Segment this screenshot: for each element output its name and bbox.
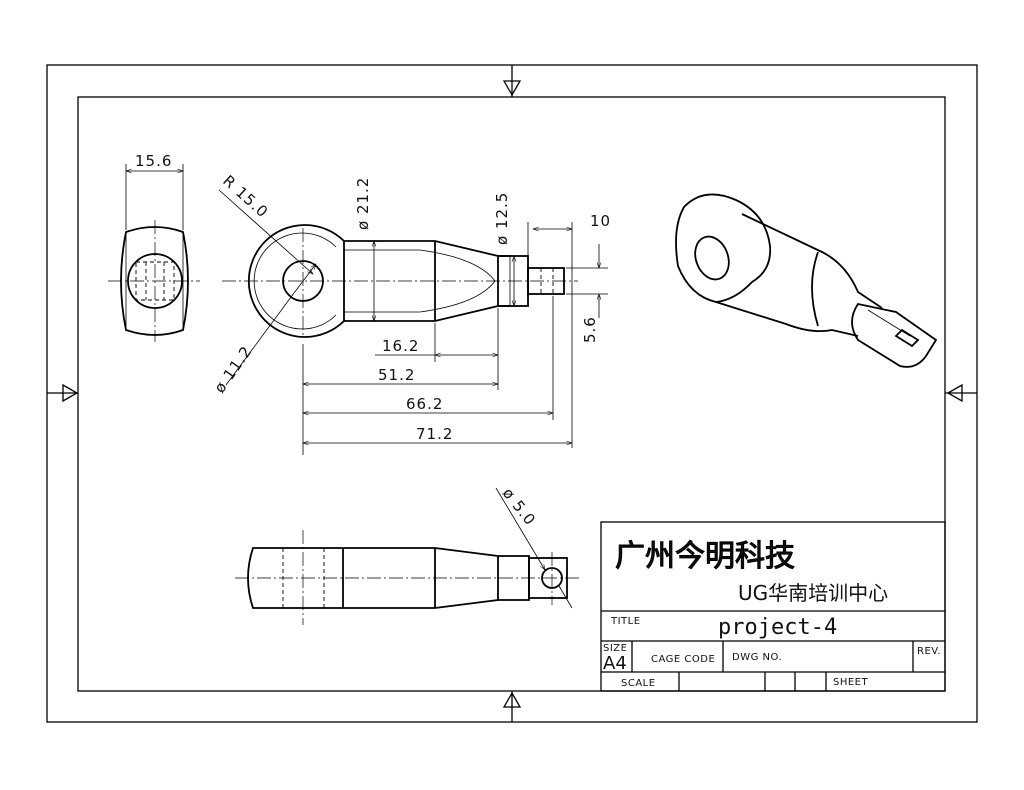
- size-label: SIZE: [603, 643, 627, 654]
- cage-code-label: CAGE CODE: [651, 654, 715, 665]
- scale-label: SCALE: [621, 678, 656, 689]
- outer-border: [46, 64, 978, 723]
- dwg-no-label: DWG NO.: [732, 652, 782, 663]
- dim-phi-12-5: ø 12.5: [493, 192, 511, 245]
- title-label: TITLE: [610, 616, 641, 627]
- training-center: UG华南培训中心: [738, 581, 888, 605]
- drawing-title: project-4: [718, 615, 837, 640]
- dim-51-2: 51.2: [378, 366, 415, 384]
- dim-15-6: 15.6: [135, 152, 172, 170]
- dim-5-6: 5.6: [581, 316, 599, 343]
- dim-66-2: 66.2: [406, 395, 443, 413]
- title-block: 广州今明科技 UG华南培训中心 TITLE project-4 SIZE A4 …: [600, 521, 946, 692]
- isometric-view: [675, 193, 938, 368]
- dim-10: 10: [590, 212, 611, 230]
- company-name: 广州今明科技: [615, 539, 795, 574]
- top-view: ø 5.0: [235, 484, 582, 625]
- dim-phi-21-2: ø 21.2: [354, 177, 372, 230]
- dim-16-2: 16.2: [382, 337, 419, 355]
- rev-label: REV.: [917, 646, 941, 657]
- side-view: 15.6: [108, 152, 200, 342]
- centering-marks: [47, 65, 977, 722]
- front-view: R 15.0 ø 11.2 ø 21.2 ø 12.5 10 5.6 16.2: [211, 172, 611, 455]
- dim-71-2: 71.2: [416, 425, 453, 443]
- dim-phi-5: ø 5.0: [499, 484, 540, 529]
- size-value: A4: [603, 653, 627, 674]
- dim-phi-11-2: ø 11.2: [211, 342, 256, 396]
- sheet-label: SHEET: [833, 677, 869, 688]
